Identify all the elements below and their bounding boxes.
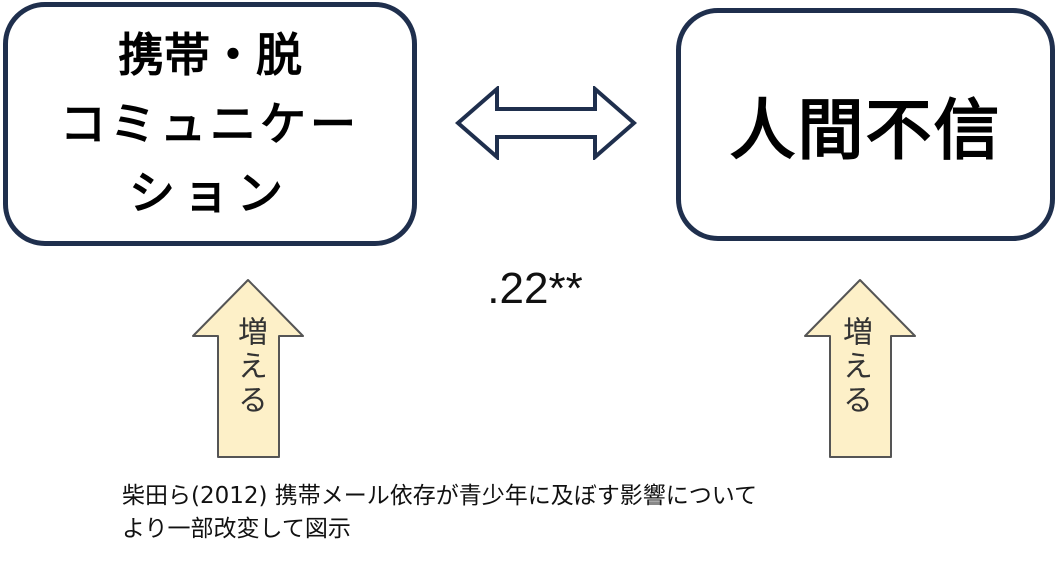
- left-concept-line-3: ション: [129, 165, 291, 220]
- source-caption: 柴田ら(2012) 携帯メール依存が青少年に及ぼす影響について より一部改変して…: [122, 480, 757, 546]
- left-arrow-label: 増える: [232, 316, 267, 418]
- right-concept-box: 人間不信: [676, 8, 1055, 241]
- left-concept-line-1: 携帯・脱: [118, 27, 302, 82]
- left-concept-box: 携帯・脱 コミュニケー ション: [3, 2, 417, 246]
- right-concept-text: 人間不信: [729, 91, 1002, 169]
- caption-line-1: 柴田ら(2012) 携帯メール依存が青少年に及ぼす影響について: [122, 483, 758, 509]
- left-concept-line-2: コミュニケー: [60, 96, 360, 151]
- caption-line-2: より一部改変して図示: [122, 516, 351, 542]
- right-arrow-label: 増える: [837, 316, 872, 418]
- up-arrow-icon: [192, 279, 304, 458]
- double-headed-arrow-icon: [455, 86, 637, 160]
- up-arrow-icon: [804, 279, 916, 458]
- correlation-coefficient: .22**: [487, 264, 583, 313]
- left-concept-text: 携帯・脱 コミュニケー ション: [60, 21, 360, 228]
